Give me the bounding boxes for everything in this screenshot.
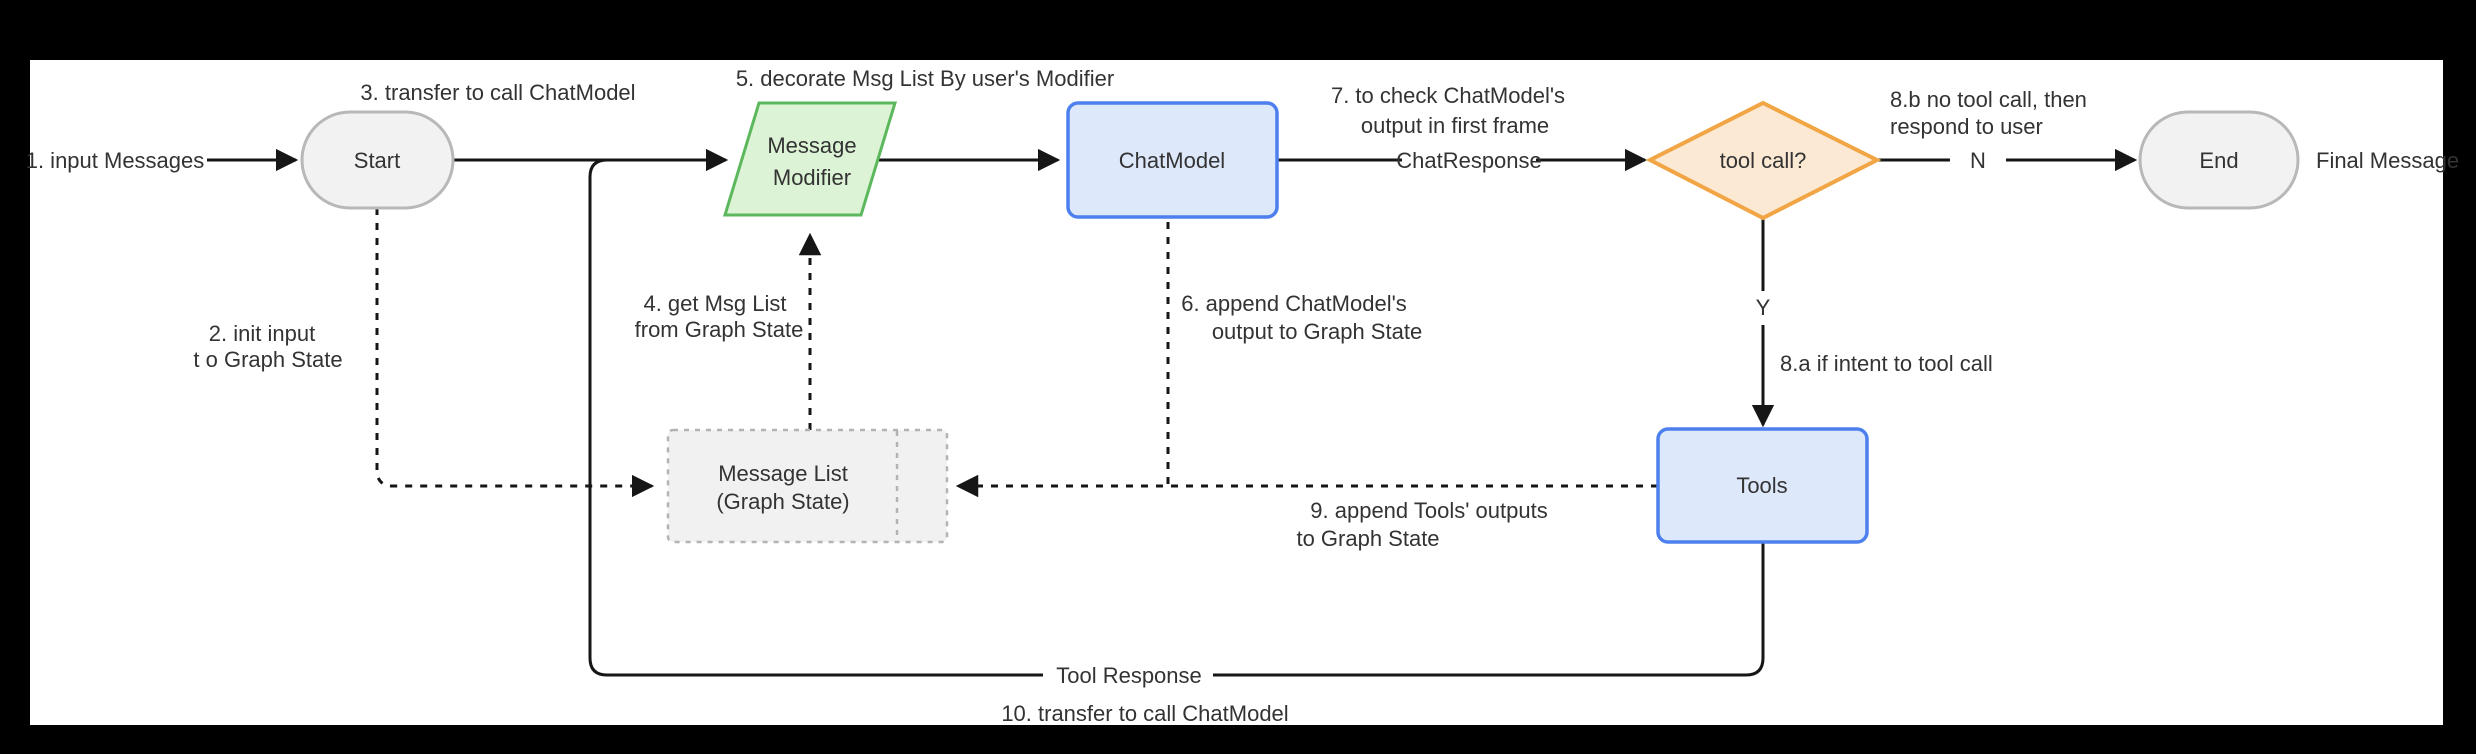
tool-call-decision-node — [1645, 100, 1882, 221]
label-step9-line2: to Graph State — [1296, 526, 1439, 551]
tools-label: Tools — [1736, 473, 1787, 498]
label-branch-n: N — [1970, 148, 1986, 173]
label-step4-line1: 4. get Msg List — [643, 291, 786, 316]
label-step6-line2: output to Graph State — [1212, 319, 1422, 344]
label-branch-y: Y — [1756, 295, 1771, 320]
edge-tools-loop-left — [588, 158, 1043, 677]
message-modifier-label-line2: Modifier — [773, 165, 851, 190]
label-step2-line1: 2. init input — [209, 321, 315, 346]
label-step9-line1: 9. append Tools' outputs — [1310, 498, 1547, 523]
label-step5: 5. decorate Msg List By user's Modifier — [736, 66, 1114, 91]
tool-call-label: tool call? — [1720, 148, 1807, 173]
label-step8a: 8.a if intent to tool call — [1780, 351, 1993, 376]
label-step6-line1: 6. append ChatModel's — [1181, 291, 1407, 316]
end-node — [2138, 110, 2300, 210]
label-step4-line2: from Graph State — [635, 317, 804, 342]
label-step7-line2: output in first frame — [1361, 113, 1549, 138]
label-step1: 1. input Messages — [26, 148, 205, 173]
chatmodel-label: ChatModel — [1119, 148, 1225, 173]
end-label: End — [2199, 148, 2238, 173]
label-step2-line2: t o Graph State — [193, 347, 342, 372]
start-node — [300, 110, 455, 210]
chatmodel-node — [1066, 101, 1279, 219]
message-list-label-line1: Message List — [718, 461, 848, 486]
message-list-node — [666, 428, 949, 544]
edge-tools-loop-right — [1213, 542, 1765, 677]
label-step8b-line1: 8.b no tool call, then — [1890, 87, 2087, 112]
label-step10: 10. transfer to call ChatModel — [1001, 701, 1288, 726]
label-tool-response: Tool Response — [1056, 663, 1202, 688]
message-list-label-line2: (Graph State) — [716, 489, 849, 514]
label-final-message: Final Message — [2316, 148, 2459, 173]
edge-start-to-messagelist — [375, 208, 655, 498]
label-chat-response: ChatResponse — [1396, 148, 1542, 173]
label-step7-line1: 7. to check ChatModel's — [1331, 83, 1565, 108]
message-modifier-label-line1: Message — [767, 133, 856, 158]
label-step8b-line2: respond to user — [1890, 114, 2043, 139]
tools-node — [1656, 427, 1869, 544]
label-step3: 3. transfer to call ChatModel — [360, 80, 635, 105]
start-label: Start — [354, 148, 400, 173]
message-modifier-node — [722, 101, 898, 217]
